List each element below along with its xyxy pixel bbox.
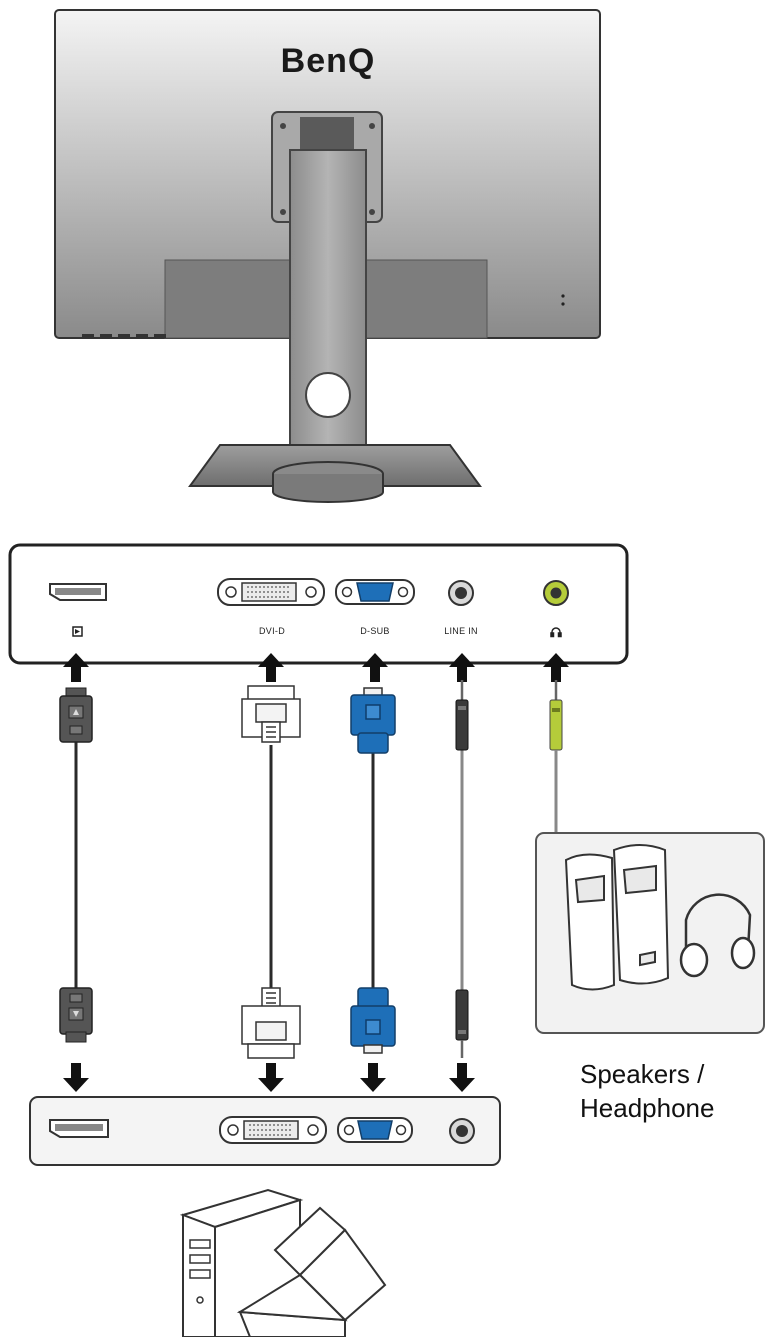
displayport-plug-top (59, 687, 93, 743)
headphone-label: Headphone (580, 1093, 714, 1123)
d-sub-port (335, 579, 415, 605)
line-in-cable (455, 680, 469, 1058)
down-arrows (63, 1063, 475, 1092)
arrow-up-icon (543, 653, 569, 682)
arrow-down-icon (63, 1063, 89, 1092)
vga-plug-top (350, 687, 396, 754)
line-in-label: LINE IN (444, 626, 478, 636)
displayport-plug-bottom (59, 987, 93, 1043)
cable-hole (305, 372, 351, 418)
displayport-port (49, 583, 107, 601)
computer-illustration (179, 1188, 387, 1337)
dvi-d-label: DVI-D (259, 626, 285, 636)
speakers-headphone-box (535, 832, 765, 1034)
dvi-d-cable (241, 685, 301, 1059)
vga-plug-bottom (350, 987, 396, 1054)
dvi-plug-bottom (241, 987, 301, 1059)
arrow-up-icon (258, 653, 284, 682)
pc-dvi-port (219, 1116, 327, 1144)
headphone-cable (549, 680, 563, 835)
displayport-cable (59, 687, 93, 1043)
headphone-icon (550, 627, 562, 638)
monitor-back: BenQ (54, 9, 601, 503)
speaker-icon (612, 844, 670, 985)
line-in-jack (448, 580, 474, 606)
speakers-label: Speakers / (580, 1059, 705, 1089)
benq-logo: BenQ (281, 42, 376, 80)
pc-d-sub-port (337, 1117, 413, 1143)
arrow-down-icon (360, 1063, 386, 1092)
pc-displayport-port (49, 1119, 109, 1138)
displayport-icon (72, 626, 83, 637)
arrow-down-icon (258, 1063, 284, 1092)
computer-port-panel (29, 1096, 501, 1166)
d-sub-cable (350, 687, 396, 1054)
arrow-up-icon (362, 653, 388, 682)
arrow-up-icon (63, 653, 89, 682)
dvi-d-port (217, 578, 325, 606)
monitor-port-panel: DVI-D D-SUB LINE IN (8, 543, 629, 665)
headphone-device-icon (679, 893, 756, 978)
up-arrows (63, 653, 569, 682)
arrow-down-icon (449, 1063, 475, 1092)
arrow-up-icon (449, 653, 475, 682)
d-sub-label: D-SUB (360, 626, 390, 636)
control-buttons (82, 334, 166, 338)
headphone-jack (543, 580, 569, 606)
pc-audio-out-jack (449, 1118, 475, 1144)
dvi-plug-top (241, 685, 301, 743)
speaker-icon (564, 853, 616, 991)
